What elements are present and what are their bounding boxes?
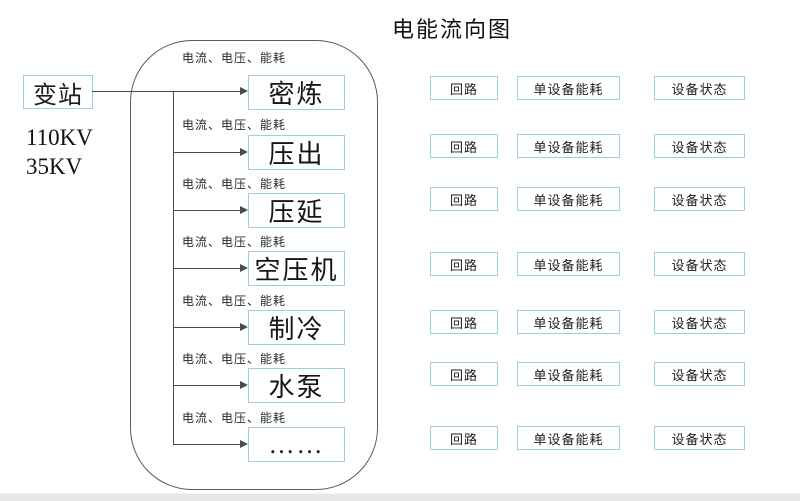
circuit-box: 回路 (430, 426, 498, 450)
machine-box-extrusion: 压出 (248, 135, 345, 170)
arrow-right-icon (240, 206, 248, 214)
device-status-box: 设备状态 (654, 310, 745, 334)
arrow-right-icon (240, 87, 248, 95)
device-status-box: 设备状态 (654, 362, 745, 386)
device-energy-box: 单设备能耗 (517, 426, 620, 450)
device-energy-box: 单设备能耗 (517, 310, 620, 334)
machine-box-mixing: 密炼 (248, 75, 345, 110)
machine-box-air-compressor: 空压机 (248, 251, 345, 286)
circuit-box: 回路 (430, 134, 498, 158)
trunk-line (173, 91, 174, 444)
device-status-box: 设备状态 (654, 187, 745, 211)
machine-box-calendering: 压延 (248, 193, 345, 228)
branch-line (173, 152, 240, 153)
substation-label: 变站 (33, 82, 83, 109)
substation-box: 变站 (23, 75, 93, 109)
device-energy-box: 单设备能耗 (517, 134, 620, 158)
branch-line (173, 327, 240, 328)
flow-label: 电流、电压、能耗 (182, 118, 287, 132)
machine-box-refrigeration: 制冷 (248, 310, 345, 345)
flow-label: 电流、电压、能耗 (182, 235, 287, 249)
arrow-right-icon (240, 381, 248, 389)
voltage-line-35kv: 35KV (26, 154, 83, 179)
circuit-box: 回路 (430, 76, 498, 100)
circuit-box: 回路 (430, 362, 498, 386)
machine-box-water-pump: 水泵 (248, 368, 345, 403)
flow-label: 电流、电压、能耗 (182, 352, 287, 366)
arrow-right-icon (240, 323, 248, 331)
arrow-right-icon (240, 148, 248, 156)
machine-box-others: …… (248, 427, 345, 462)
circuit-box: 回路 (430, 310, 498, 334)
device-status-box: 设备状态 (654, 252, 745, 276)
page-title: 电能流向图 (392, 17, 513, 42)
feed-line (92, 91, 240, 92)
flow-label: 电流、电压、能耗 (182, 177, 287, 191)
circuit-box: 回路 (430, 252, 498, 276)
plant-boundary-outline (130, 40, 378, 490)
branch-line (173, 444, 240, 445)
device-energy-box: 单设备能耗 (517, 252, 620, 276)
circuit-box: 回路 (430, 187, 498, 211)
arrow-right-icon (240, 264, 248, 272)
flow-label: 电流、电压、能耗 (182, 294, 287, 308)
branch-line (173, 385, 240, 386)
branch-line (173, 210, 240, 211)
arrow-right-icon (240, 440, 248, 448)
device-energy-box: 单设备能耗 (517, 76, 620, 100)
device-status-box: 设备状态 (654, 134, 745, 158)
device-energy-box: 单设备能耗 (517, 362, 620, 386)
device-energy-box: 单设备能耗 (517, 187, 620, 211)
flow-label: 电流、电压、能耗 (182, 411, 287, 425)
voltage-line-110kv: 110KV (26, 125, 93, 150)
device-status-box: 设备状态 (654, 76, 745, 100)
device-status-box: 设备状态 (654, 426, 745, 450)
flow-label: 电流、电压、能耗 (182, 51, 287, 65)
branch-line (173, 268, 240, 269)
horizontal-scrollbar[interactable] (0, 493, 800, 501)
